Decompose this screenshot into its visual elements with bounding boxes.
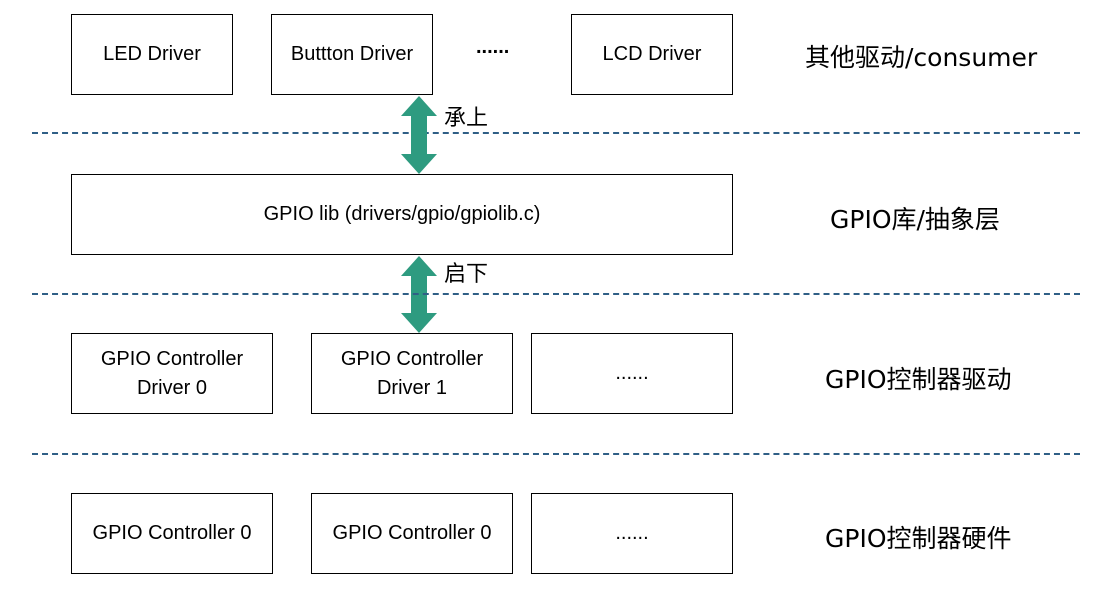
led-driver-box: LED Driver [71, 14, 233, 95]
gpiolib-box: GPIO lib (drivers/gpio/gpiolib.c) [71, 174, 733, 255]
top-row-ellipsis: ...... [476, 36, 510, 58]
lcd-driver-box: LCD Driver [571, 14, 733, 95]
gpiolib-label: GPIO lib (drivers/gpio/gpiolib.c) [263, 203, 541, 225]
controller-driver-0-box: GPIO Controller Driver 0 [71, 333, 273, 414]
consumer-layer-label: 其他驱动/consumer [805, 43, 1038, 72]
hardware-controller-more-label: ...... [615, 522, 649, 544]
led-driver-label: LED Driver [103, 43, 201, 65]
double-arrow-icon [401, 96, 437, 174]
hardware-controller-0-box: GPIO Controller 0 [71, 493, 273, 574]
arrow-up-shape [401, 96, 437, 174]
separator-3 [32, 453, 1080, 455]
separator-1 [32, 132, 1080, 134]
controller-driver-1-line-1: GPIO Controller [340, 347, 484, 370]
separator-2 [32, 293, 1080, 295]
controller-driver-layer-label: GPIO控制器驱动 [825, 365, 1012, 394]
hardware-controller-0-label: GPIO Controller 0 [92, 522, 252, 544]
arrow-up-label: 承上 [444, 106, 489, 131]
button-driver-box: Buttton Driver [271, 14, 433, 95]
hardware-controller-more-box: ...... [531, 493, 733, 574]
controller-driver-0-line-2: Driver 0 [136, 376, 207, 399]
hardware-controller-1-label: GPIO Controller 0 [332, 522, 492, 544]
button-driver-label: Buttton Driver [290, 43, 414, 65]
controller-driver-more-label: ...... [615, 362, 649, 384]
controller-driver-1-box: GPIO Controller Driver 1 [311, 333, 513, 414]
hardware-controller-1-box: GPIO Controller 0 [311, 493, 513, 574]
lcd-driver-label: LCD Driver [602, 43, 702, 65]
hardware-layer-label: GPIO控制器硬件 [825, 524, 1012, 553]
controller-driver-1-line-2: Driver 1 [376, 376, 447, 399]
arrow-down-label: 启下 [444, 262, 489, 287]
controller-driver-0-line-1: GPIO Controller [100, 347, 244, 370]
gpiolib-layer-label: GPIO库/抽象层 [830, 205, 1000, 234]
controller-driver-more-box: ...... [531, 333, 733, 414]
